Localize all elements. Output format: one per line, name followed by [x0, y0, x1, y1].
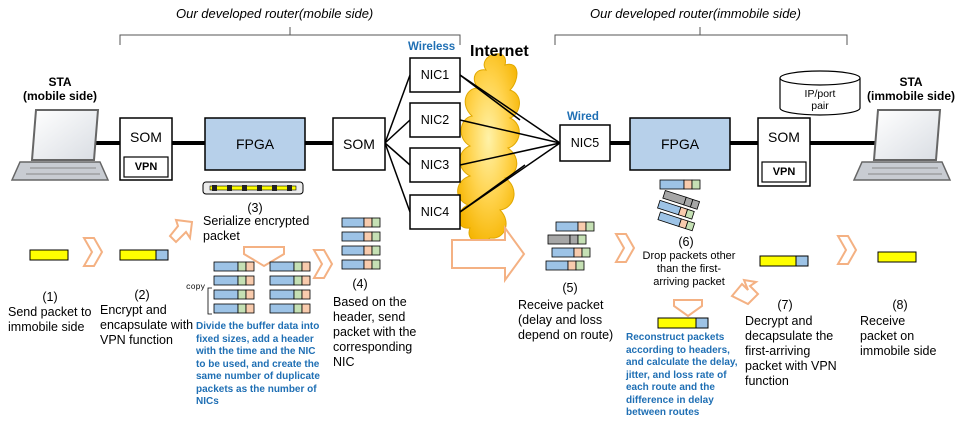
step-1-text: Send packet to immobile side — [8, 305, 92, 334]
sta-mobile-label: STA (mobile side) — [22, 75, 97, 103]
nic2-box — [409, 102, 461, 138]
packet-reconstructed — [657, 317, 709, 329]
step-3-number: (3) — [247, 201, 263, 215]
internet-cloud — [457, 53, 520, 243]
buffer-bar — [202, 181, 304, 195]
mobile-router-label: Our developed router(mobile side) — [176, 6, 374, 21]
vpn-immobile-box — [761, 161, 807, 183]
nic5-box — [559, 124, 611, 162]
internet-label: Internet — [470, 43, 529, 60]
packet-step7 — [759, 255, 809, 267]
som-immobile-label: SOM — [768, 129, 800, 145]
step-1-number: (1) — [42, 290, 58, 304]
fpga-mobile-label: FPGA — [235, 136, 275, 152]
step-8-text: Receive packet on immobile side — [860, 314, 937, 358]
sta-immobile-label: STA (immobile side) — [866, 75, 955, 103]
nic5-label: NIC5 — [570, 136, 600, 150]
nic1-label: NIC1 — [420, 68, 450, 82]
wireless-label: Wireless — [408, 41, 456, 53]
packet-step1 — [29, 249, 69, 261]
wired-label: Wired — [567, 111, 599, 123]
ip-port-database-icon — [779, 70, 861, 116]
packet-step8 — [877, 251, 917, 263]
fpga-immobile-box — [629, 117, 731, 171]
reconstruct-note: Reconstruct packets according to headers… — [626, 332, 738, 418]
laptop-mobile-icon — [10, 109, 110, 181]
packet-grid-serialized — [213, 261, 311, 314]
som-nic-links — [384, 74, 411, 213]
internet-routes — [459, 74, 561, 213]
som-mobile-label: SOM — [130, 129, 162, 145]
step-4-number: (4) — [352, 277, 368, 291]
step-4-text: Based on the header, send packet with th… — [333, 295, 417, 369]
bracket-immobile — [554, 27, 848, 45]
flow-arrows — [82, 218, 858, 318]
copy-bracket — [207, 287, 212, 315]
nic4-box — [409, 194, 461, 230]
fpga-immobile-label: FPGA — [660, 136, 700, 152]
nic4-label: NIC4 — [420, 205, 450, 219]
vpn-immobile-label: VPN — [772, 166, 796, 178]
step-7-text: Decrypt and decapsulate the first-arrivi… — [745, 314, 837, 388]
step-5-text: Receive packet (delay and loss depend on… — [518, 298, 614, 342]
nic2-label: NIC2 — [420, 113, 450, 127]
step-2-text: Encrypt and encapsulate with VPN functio… — [100, 303, 194, 347]
immobile-router-label: Our developed router(immobile side) — [590, 6, 801, 21]
vpn-mobile-box — [123, 156, 169, 178]
step-6-number: (6) — [678, 235, 694, 249]
vpn-mobile-label: VPN — [134, 161, 158, 173]
nic3-label: NIC3 — [420, 158, 450, 172]
packet-first-arriving — [659, 179, 701, 190]
step-5-number: (5) — [562, 281, 578, 295]
copy-label: copy — [186, 283, 206, 292]
nic1-box — [409, 57, 461, 93]
packet-step2 — [119, 249, 169, 261]
step-7-number: (7) — [777, 298, 793, 312]
step-3-text: Serialize encrypted packet — [203, 214, 310, 243]
fpga-mobile-box — [204, 117, 306, 171]
som-center-label: SOM — [343, 136, 375, 152]
nic3-box — [409, 147, 461, 183]
step-6-text: Drop packets other than the first- arriv… — [642, 250, 736, 288]
bracket-mobile — [119, 27, 461, 45]
ip-port-pair-label: IP/port pair — [804, 88, 836, 112]
som-center-box — [332, 117, 386, 171]
laptop-immobile-icon — [852, 109, 952, 181]
step-8-number: (8) — [892, 298, 908, 312]
packet-stack-step4 — [341, 217, 381, 270]
packet-stack-step5 — [545, 221, 595, 271]
serialize-note: Divide the buffer data into fixed sizes,… — [196, 321, 320, 407]
packet-stack-dropped — [657, 190, 701, 232]
step-2-number: (2) — [134, 288, 150, 302]
